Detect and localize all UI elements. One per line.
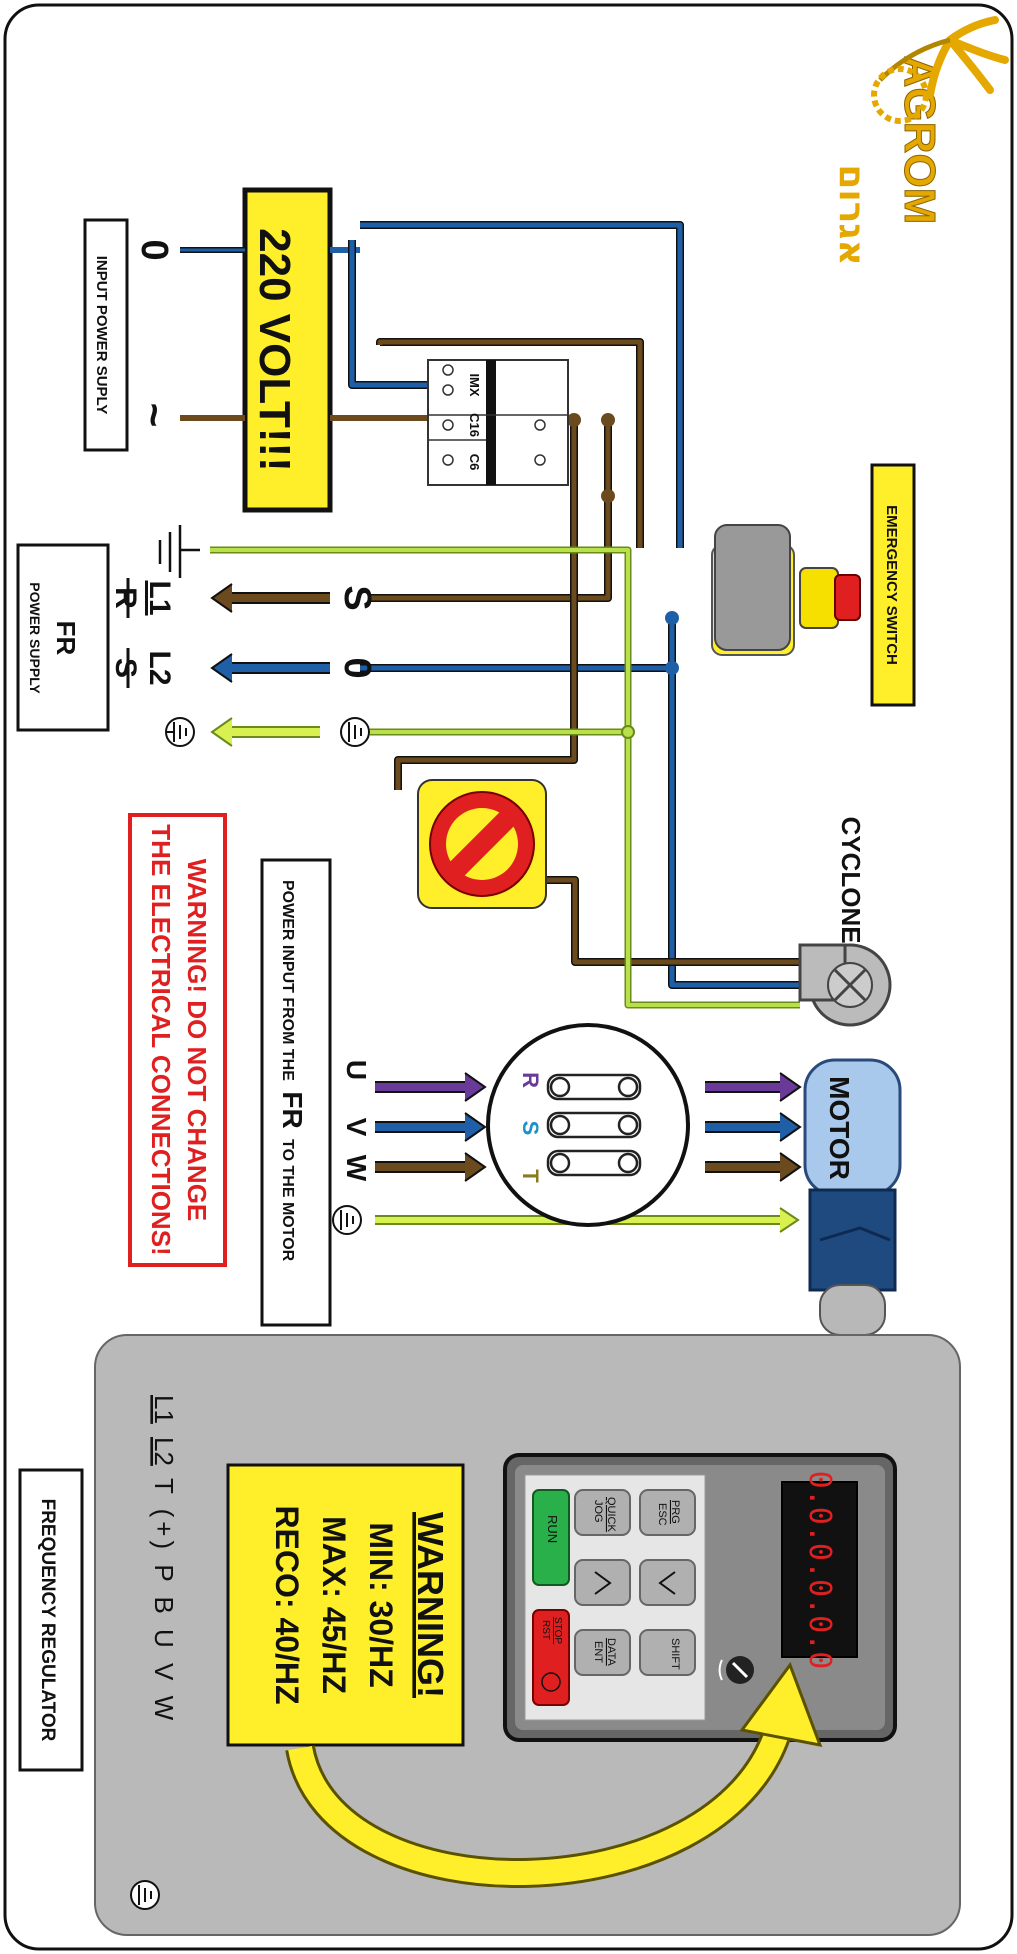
breaker-c16: C16	[467, 413, 482, 437]
shift-button[interactable]: SHIFT	[639, 1629, 696, 1676]
breaker-c6: C6	[467, 454, 482, 471]
warning-connections-line1: WARNING! DO NOT CHANGE	[182, 859, 212, 1222]
terminal-t-label: T	[518, 1169, 543, 1183]
input-power-supply-box: INPUT POWER SUPLY 0 ~	[83, 218, 178, 452]
earth-circle-icon	[340, 717, 370, 747]
motor-power-input-box: POWER INPUT FROM THE FR TO THE MOTOR	[260, 858, 332, 1327]
emergency-switch: EMERGENCY SWITCH	[711, 463, 916, 707]
svg-text:RST: RST	[540, 1620, 551, 1640]
fr-l2-label: L2	[143, 650, 176, 685]
terminal-l1: L1	[149, 1395, 179, 1424]
input-power-label: INPUT POWER SUPLY	[93, 256, 110, 415]
agrom-logo: AGROM אגרום	[831, 16, 1009, 266]
phase-w-label: W	[341, 1155, 372, 1182]
knob-icon	[718, 1656, 754, 1684]
data-ent-button[interactable]: DATA ENT	[574, 1629, 631, 1676]
earth-circle-icon	[130, 1880, 160, 1910]
svg-text:PRG: PRG	[669, 1500, 681, 1524]
regulator-display: 0.0.0.0.0.0	[802, 1471, 837, 1670]
motor-phase-arrows: U V W	[332, 1060, 802, 1235]
frequency-warning-box: WARNING! MIN: 30/HZ MAX: 45/HZ RECO: 40/…	[226, 1463, 465, 1747]
voltage-label: 220 VOLT!!!	[250, 228, 299, 472]
phase-v-label: V	[341, 1118, 372, 1137]
svg-text:DATA: DATA	[605, 1638, 617, 1666]
fr-title: FR	[51, 621, 81, 656]
chevron-down-icon	[594, 1571, 612, 1595]
fr-s-symbol: S	[336, 585, 378, 610]
motor-power-label-fr: FR	[277, 1091, 308, 1128]
palm-tree-icon	[871, 16, 1009, 124]
svg-text:JOG: JOG	[592, 1500, 604, 1523]
earth-circle-icon	[165, 717, 195, 747]
input-tilde-symbol: ~	[131, 403, 178, 428]
fr-zero-symbol: 0	[336, 657, 378, 678]
regulator-title: FREQUENCY REGULATOR	[37, 1499, 58, 1742]
ground-icon	[158, 525, 200, 578]
circuit-breaker: IMX C16 C6	[427, 359, 569, 486]
prg-esc-button[interactable]: PRG ESC	[639, 1489, 696, 1536]
svg-text:QUICK: QUICK	[605, 1497, 617, 1533]
motor-power-label-1: POWER INPUT FROM THE	[279, 880, 296, 1081]
chevron-up-icon	[658, 1571, 676, 1595]
fr-l1-label: L1	[143, 580, 176, 615]
wires	[180, 221, 800, 1009]
freq-warning-max: MAX: 45/HZ	[316, 1516, 352, 1694]
voltage-box: 220 VOLT!!!	[242, 187, 333, 513]
motor-terminal-block: R S T	[486, 1023, 690, 1227]
svg-text:ESC: ESC	[656, 1503, 668, 1526]
fr-r-label: R	[109, 587, 142, 609]
terminal-r-label: R	[518, 1072, 543, 1088]
terminal-s-label: S	[518, 1121, 543, 1136]
fr-power-supply: FR POWER SUPPLY L1 R L2 S	[16, 525, 378, 747]
svg-text:RUN: RUN	[545, 1515, 560, 1543]
phase-u-label: U	[341, 1060, 372, 1080]
cyclone: CYCLONE	[798, 816, 892, 1027]
fr-s-label: S	[109, 658, 142, 678]
input-zero-symbol: 0	[133, 239, 175, 260]
cyclone-rotary-switch	[417, 779, 547, 909]
warning-connections-box: WARNING! DO NOT CHANGE THE ELECTRICAL CO…	[128, 813, 227, 1267]
freq-warning-min: MIN: 30/HZ	[363, 1522, 399, 1687]
fr-subtitle: POWER SUPPLY	[27, 582, 43, 694]
svg-text:ENT: ENT	[592, 1641, 604, 1663]
terminals-rest: T (+) P B U V W	[149, 1478, 179, 1724]
quick-jog-button[interactable]: QUICK JOG	[574, 1489, 631, 1536]
emergency-switch-label: EMERGENCY SWITCH	[883, 505, 900, 665]
freq-warning-title: WARNING!	[410, 1512, 451, 1698]
freq-warning-reco: RECO: 40/HZ	[269, 1505, 305, 1704]
motor: MOTOR	[803, 1058, 902, 1336]
frequency-regulator-panel: L1 L2 T (+) P B U V W FREQUENCY REGULATO…	[18, 1334, 961, 1936]
earth-circle-icon	[332, 1205, 362, 1235]
terminal-l2: L2	[149, 1437, 179, 1466]
breaker-brand: IMX	[467, 373, 482, 396]
motor-power-label-2: TO THE MOTOR	[279, 1139, 296, 1262]
stop-rst-button[interactable]: STOP RST	[532, 1609, 570, 1706]
logo-hebrew-text: אגרום	[831, 164, 872, 265]
curved-arrow-icon	[285, 1661, 823, 1888]
svg-text:POWER INPUT FROM THE F: POWER INPUT FROM THE FR TO THE MOTOR	[277, 880, 308, 1262]
svg-text:SHIFT: SHIFT	[669, 1638, 681, 1670]
motor-label: MOTOR	[824, 1076, 855, 1180]
up-arrow-button[interactable]	[639, 1559, 696, 1606]
run-button[interactable]: RUN	[532, 1489, 570, 1586]
svg-text:STOP: STOP	[552, 1617, 563, 1644]
down-arrow-button[interactable]	[574, 1559, 631, 1606]
warning-connections-line2: THE ELECTRICAL CONNECTIONS!	[146, 824, 176, 1255]
cyclone-label: CYCLONE	[836, 816, 866, 943]
